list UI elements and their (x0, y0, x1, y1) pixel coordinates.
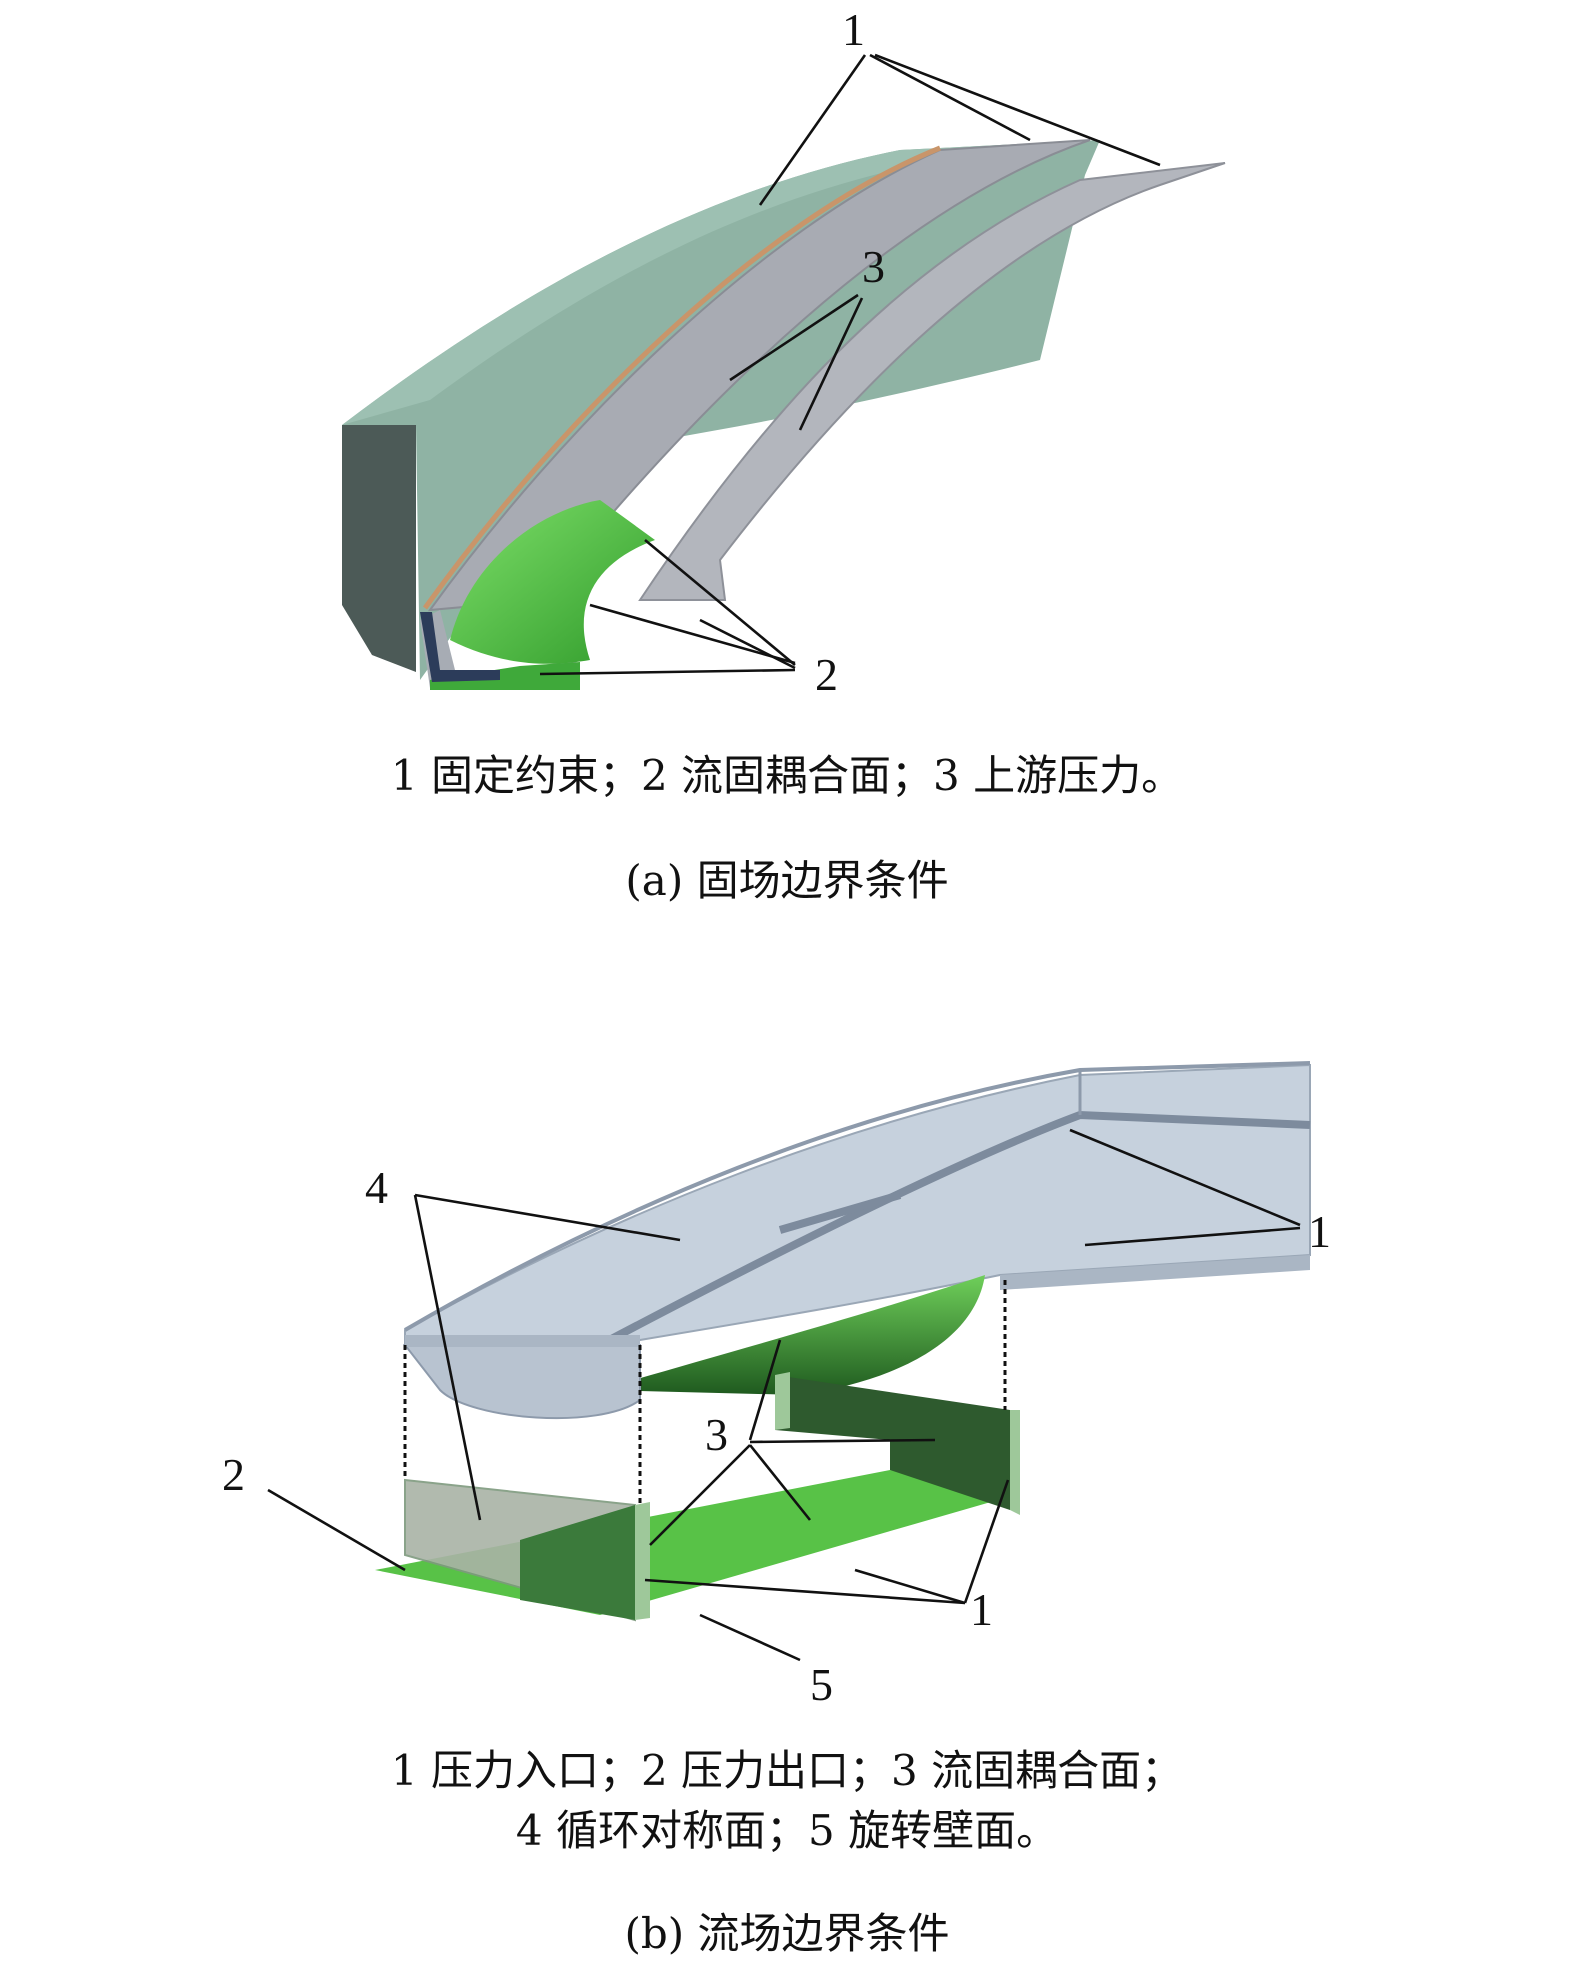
blade-fin (638, 162, 1226, 601)
blade-underside (600, 1275, 985, 1395)
leader-a3-2 (798, 297, 864, 431)
leader-b3-4 (649, 1444, 751, 1546)
fluid-front-face (402, 1344, 641, 1420)
leader-b3-3 (748, 1444, 812, 1521)
panel-a-leaders (539, 53, 1161, 676)
leader-b5 (699, 1613, 801, 1662)
fluid-front-lip (405, 1335, 640, 1347)
leader-a1-2 (869, 53, 1031, 142)
leader-b2 (267, 1488, 406, 1572)
fluid-short-rail (778, 1191, 902, 1234)
label-a-3: 3 (862, 241, 885, 292)
panel-a-solid-model (342, 139, 1226, 690)
legend-a: 1 固定约束；2 流固耦合面；3 上游压力。 (391, 751, 1183, 800)
leader-b4-2 (413, 1194, 482, 1521)
leader-b3-1 (748, 1339, 782, 1441)
leader-a1-3 (874, 53, 1161, 167)
caption-b: (b) 流场边界条件 (624, 1909, 949, 1958)
leader-b1-1 (1069, 1128, 1301, 1227)
panel-b-fluid-model (375, 1061, 1311, 1622)
leader-a2-3 (699, 618, 796, 670)
leader-a2-1 (589, 603, 796, 665)
inlet-wall-edge (1010, 1410, 1020, 1515)
caption-a: (a) 固场边界条件 (625, 856, 948, 905)
coupling-strip (430, 662, 580, 690)
leader-b1-3 (644, 1578, 966, 1605)
leader-a3-1 (729, 293, 859, 382)
leader-b4-1 (414, 1193, 681, 1242)
inlet-wall-dark (775, 1375, 1010, 1510)
leader-b1-5 (963, 1479, 1010, 1604)
label-b-5: 5 (810, 1659, 833, 1710)
leader-a1-1 (758, 54, 867, 206)
blade-rail (427, 139, 1091, 612)
label-a-2: 2 (815, 649, 838, 700)
panel-b-dashed-guides (403, 1280, 1007, 1505)
label-b-4: 4 (365, 1162, 388, 1213)
inlet-wall-edge-left (775, 1372, 790, 1430)
label-b-1b: 1 (970, 1584, 993, 1635)
leader-b3-2 (749, 1438, 936, 1444)
legend-b-line1: 1 压力入口；2 压力出口；3 流固耦合面； (391, 1746, 1183, 1795)
label-a-1: 1 (842, 4, 865, 55)
leader-b1-2 (1084, 1226, 1301, 1247)
leader-a2-2 (644, 539, 796, 666)
solid-green-body (342, 140, 1100, 680)
fluid-right-lip (1000, 1255, 1310, 1290)
outlet-edge (635, 1502, 650, 1620)
leader-b1-4 (854, 1568, 966, 1605)
leader-a2-4 (539, 668, 796, 676)
label-b-2: 2 (222, 1449, 245, 1500)
fluid-top-edge (403, 1061, 1311, 1332)
bracket (420, 612, 500, 682)
label-b-1a: 1 (1308, 1206, 1331, 1257)
legend-b-line2: 4 循环对称面；5 旋转壁面。 (516, 1806, 1058, 1855)
outlet-block (520, 1505, 635, 1620)
solid-side-face (342, 425, 416, 672)
panel-b-leaders (267, 1128, 1301, 1662)
solid-top-face (342, 140, 1100, 425)
coupling-cup (450, 500, 655, 664)
blade-edge (422, 145, 941, 610)
label-b-3: 3 (705, 1409, 728, 1460)
